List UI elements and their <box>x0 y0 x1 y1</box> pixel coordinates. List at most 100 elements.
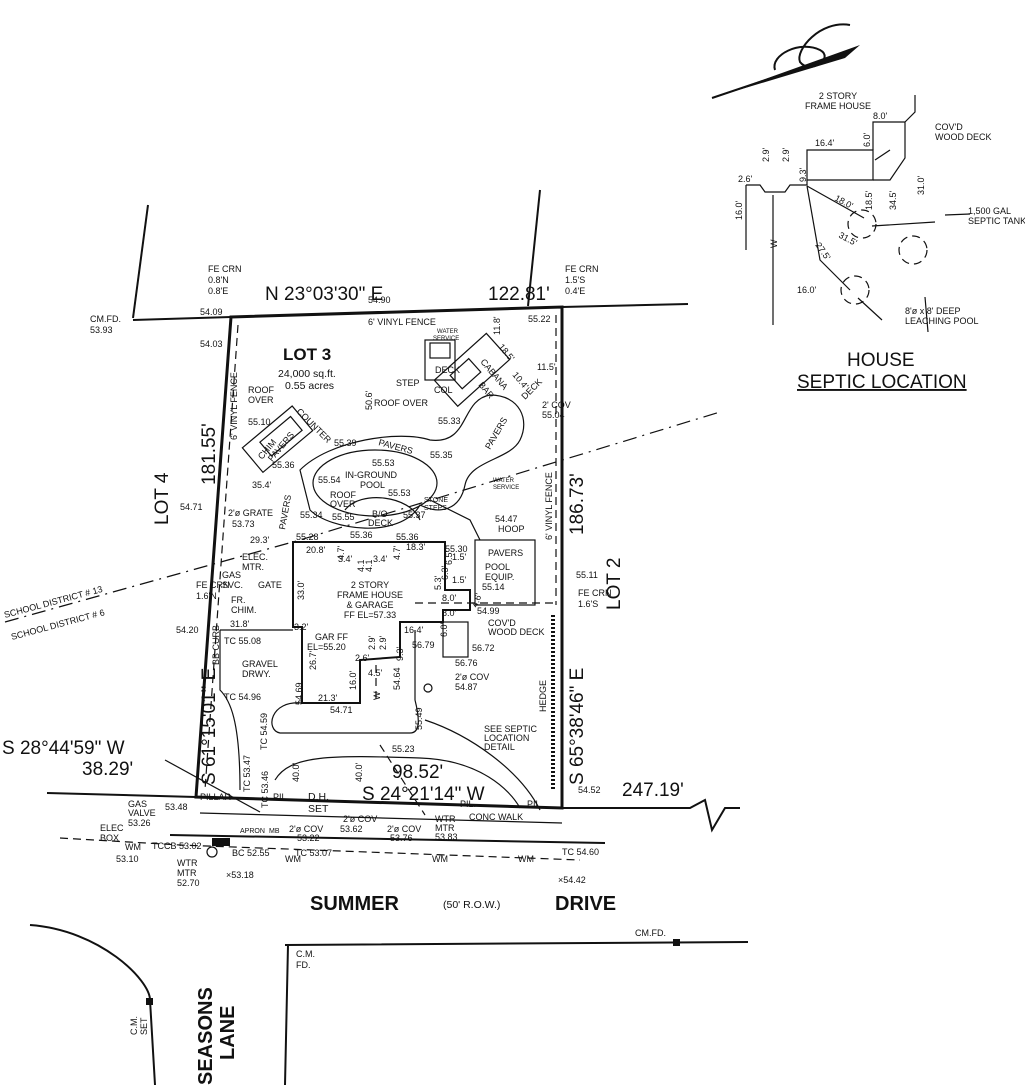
dim: 50.6' <box>364 390 374 410</box>
curb-label: BB CURB <box>211 625 221 665</box>
dim: 4.1 <box>356 559 366 572</box>
dim: 16.4' <box>404 625 424 635</box>
elev: 56.79 <box>412 640 435 650</box>
deck-label: DECK <box>435 365 460 375</box>
corner-line <box>284 941 749 1086</box>
lot4-label: LOT 4 <box>152 472 173 525</box>
pool-outline <box>312 449 438 517</box>
road-lane: LANE <box>217 1006 239 1060</box>
dim: 3.4' <box>373 554 388 564</box>
cm-fd-west: CM.FD.53.93 <box>90 314 121 335</box>
dh-set: D.H.SET <box>308 791 329 815</box>
dim: 31.8' <box>230 619 250 629</box>
road-row: (50' R.O.W.) <box>443 899 500 911</box>
elev: 56.76 <box>455 658 478 668</box>
roof-over-cabana: ROOF OVER <box>374 398 429 408</box>
dim: 5.3' <box>433 575 443 590</box>
fence-label: 6' VINYL FENCE <box>229 372 239 440</box>
cm-fd-corner: C.M.FD. <box>296 949 315 970</box>
counter-label: COUNTER <box>295 406 334 445</box>
elev: 54.90 <box>368 295 391 305</box>
elev: 55.14 <box>482 582 505 592</box>
septic-title: HOUSE <box>847 350 915 371</box>
dim: 9.3' <box>395 646 405 661</box>
elev: 55.33 <box>438 416 461 426</box>
dim: 2.9' <box>378 635 388 650</box>
lot-area-acres: 0.55 acres <box>285 380 334 392</box>
lot4-side-line <box>132 204 149 319</box>
corner-leader <box>164 759 261 813</box>
dim: 8.0' <box>442 608 457 618</box>
east-bearing: S 65°38'46" E <box>567 668 588 785</box>
dim: 33.0' <box>296 580 306 600</box>
dim: 16.4' <box>815 138 835 148</box>
curb-box <box>212 838 230 846</box>
elev: 55.37 <box>403 510 426 520</box>
dim: 40.0' <box>354 762 364 782</box>
cm-fd-road: CM.FD. <box>635 928 666 938</box>
dim: 2.6' <box>355 653 370 663</box>
lot-name: LOT 3 <box>283 345 331 364</box>
pavers-label: PAVERS <box>277 494 293 530</box>
dim: 35.4' <box>252 480 272 490</box>
septic-cover-circle <box>423 683 433 693</box>
dim: 16.0' <box>797 285 817 295</box>
curb-label: TC 53.47 <box>242 755 252 792</box>
north-distance: 122.81' <box>488 284 550 305</box>
elev: 55.36 <box>350 530 373 540</box>
elev: 54.09 <box>200 307 223 317</box>
dim: 8.0' <box>873 111 888 121</box>
dim: 9.3' <box>798 167 808 182</box>
pool-equipment-pad <box>474 539 536 606</box>
pil-label: PIL. <box>527 799 543 809</box>
road-summer: SUMMER <box>310 893 399 915</box>
elev: 55.36 <box>396 532 419 542</box>
dim: 31.5' <box>837 230 859 248</box>
mb-label: MB <box>269 828 280 835</box>
curb-label: TC 54.96 <box>224 692 261 702</box>
dim: 6.0' <box>862 132 872 147</box>
elev: 54.69 <box>294 682 304 705</box>
elev: 55.34 <box>300 510 323 520</box>
dim: 2.9' <box>781 147 791 162</box>
elev: 53.10 <box>116 854 139 864</box>
dim: 3.2' <box>294 622 309 632</box>
bo-deck-outline <box>344 497 421 521</box>
road-drive: DRIVE <box>555 893 616 915</box>
fence-label: 6' VINYL FENCE <box>544 472 554 540</box>
water-line-label: W <box>372 691 382 700</box>
dim: 40.0' <box>291 762 301 782</box>
water-meter-symbol <box>206 846 218 858</box>
water-main-line <box>59 837 581 861</box>
dim: 21.3' <box>318 693 338 703</box>
road-seasons: SEASONS <box>195 987 217 1085</box>
elev: 55.30 <box>445 544 468 554</box>
elev: 55.49 <box>414 707 424 730</box>
dim: 11.5' <box>537 362 556 372</box>
dim: 18.3' <box>406 542 426 552</box>
cm-set-marker <box>146 998 153 1005</box>
dim: 18.5' <box>496 342 516 363</box>
dim: 4.7' <box>392 545 402 560</box>
dim: 2.6' <box>738 174 753 184</box>
elev: 55.53 <box>372 458 395 468</box>
